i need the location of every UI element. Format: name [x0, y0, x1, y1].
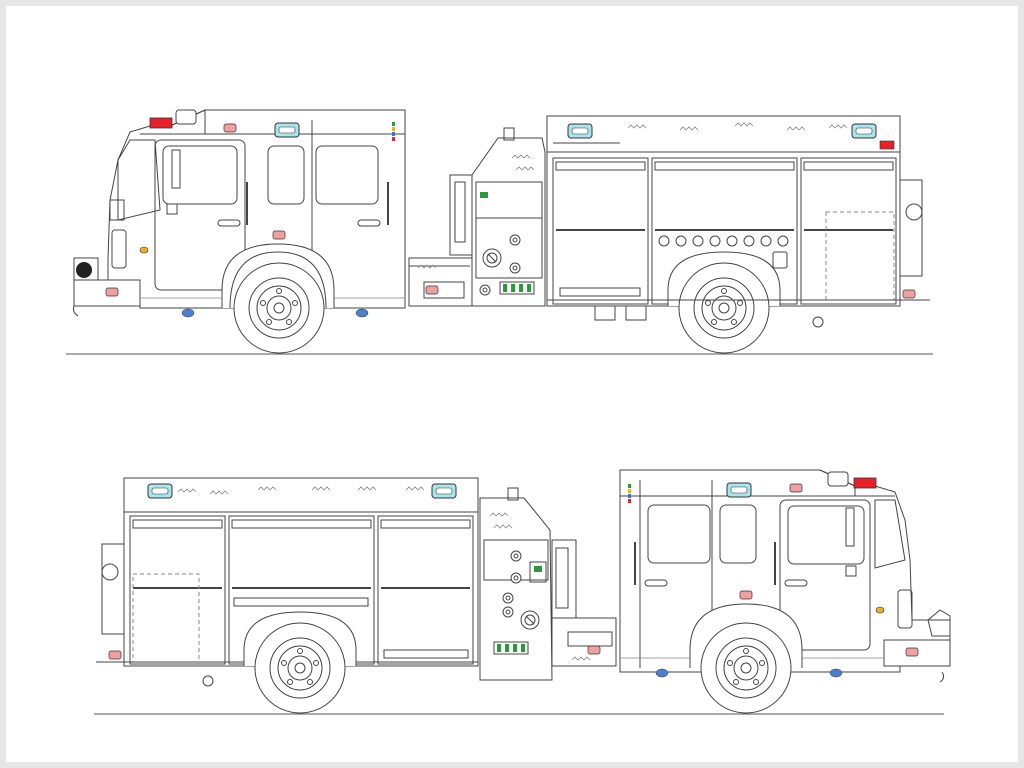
cab-middle-window: [267, 145, 305, 205]
pump-panel-gauge-icon: [482, 248, 502, 268]
pump-panel-housing-2: [479, 497, 553, 681]
driver-side-view: [66, 109, 933, 355]
amber-marker: [139, 246, 149, 254]
front-intake-icon: [76, 262, 92, 278]
discharge-valve-icon: [499, 281, 535, 295]
rear-door-window: [315, 145, 379, 205]
pump-panel-gauge-icon-2: [520, 610, 540, 630]
discharge-valve-icon-2: [493, 641, 529, 655]
warning-light-2: [853, 477, 877, 489]
officer-side-view: [94, 469, 951, 715]
rear-wheel-icon: [678, 262, 770, 354]
compartment-4: [129, 515, 226, 665]
rear-wheel-icon-2: [254, 622, 346, 714]
warning-light: [149, 117, 173, 129]
compartment-3: [800, 157, 897, 305]
tool-rack: [658, 235, 789, 247]
front-door: [154, 139, 246, 291]
compartment-1: [552, 157, 649, 305]
pump-step-2: [551, 617, 617, 667]
compartment-6: [377, 515, 474, 665]
front-door-window: [162, 145, 238, 205]
front-wheel-icon-2: [700, 622, 792, 714]
front-wheel-icon: [233, 262, 325, 354]
